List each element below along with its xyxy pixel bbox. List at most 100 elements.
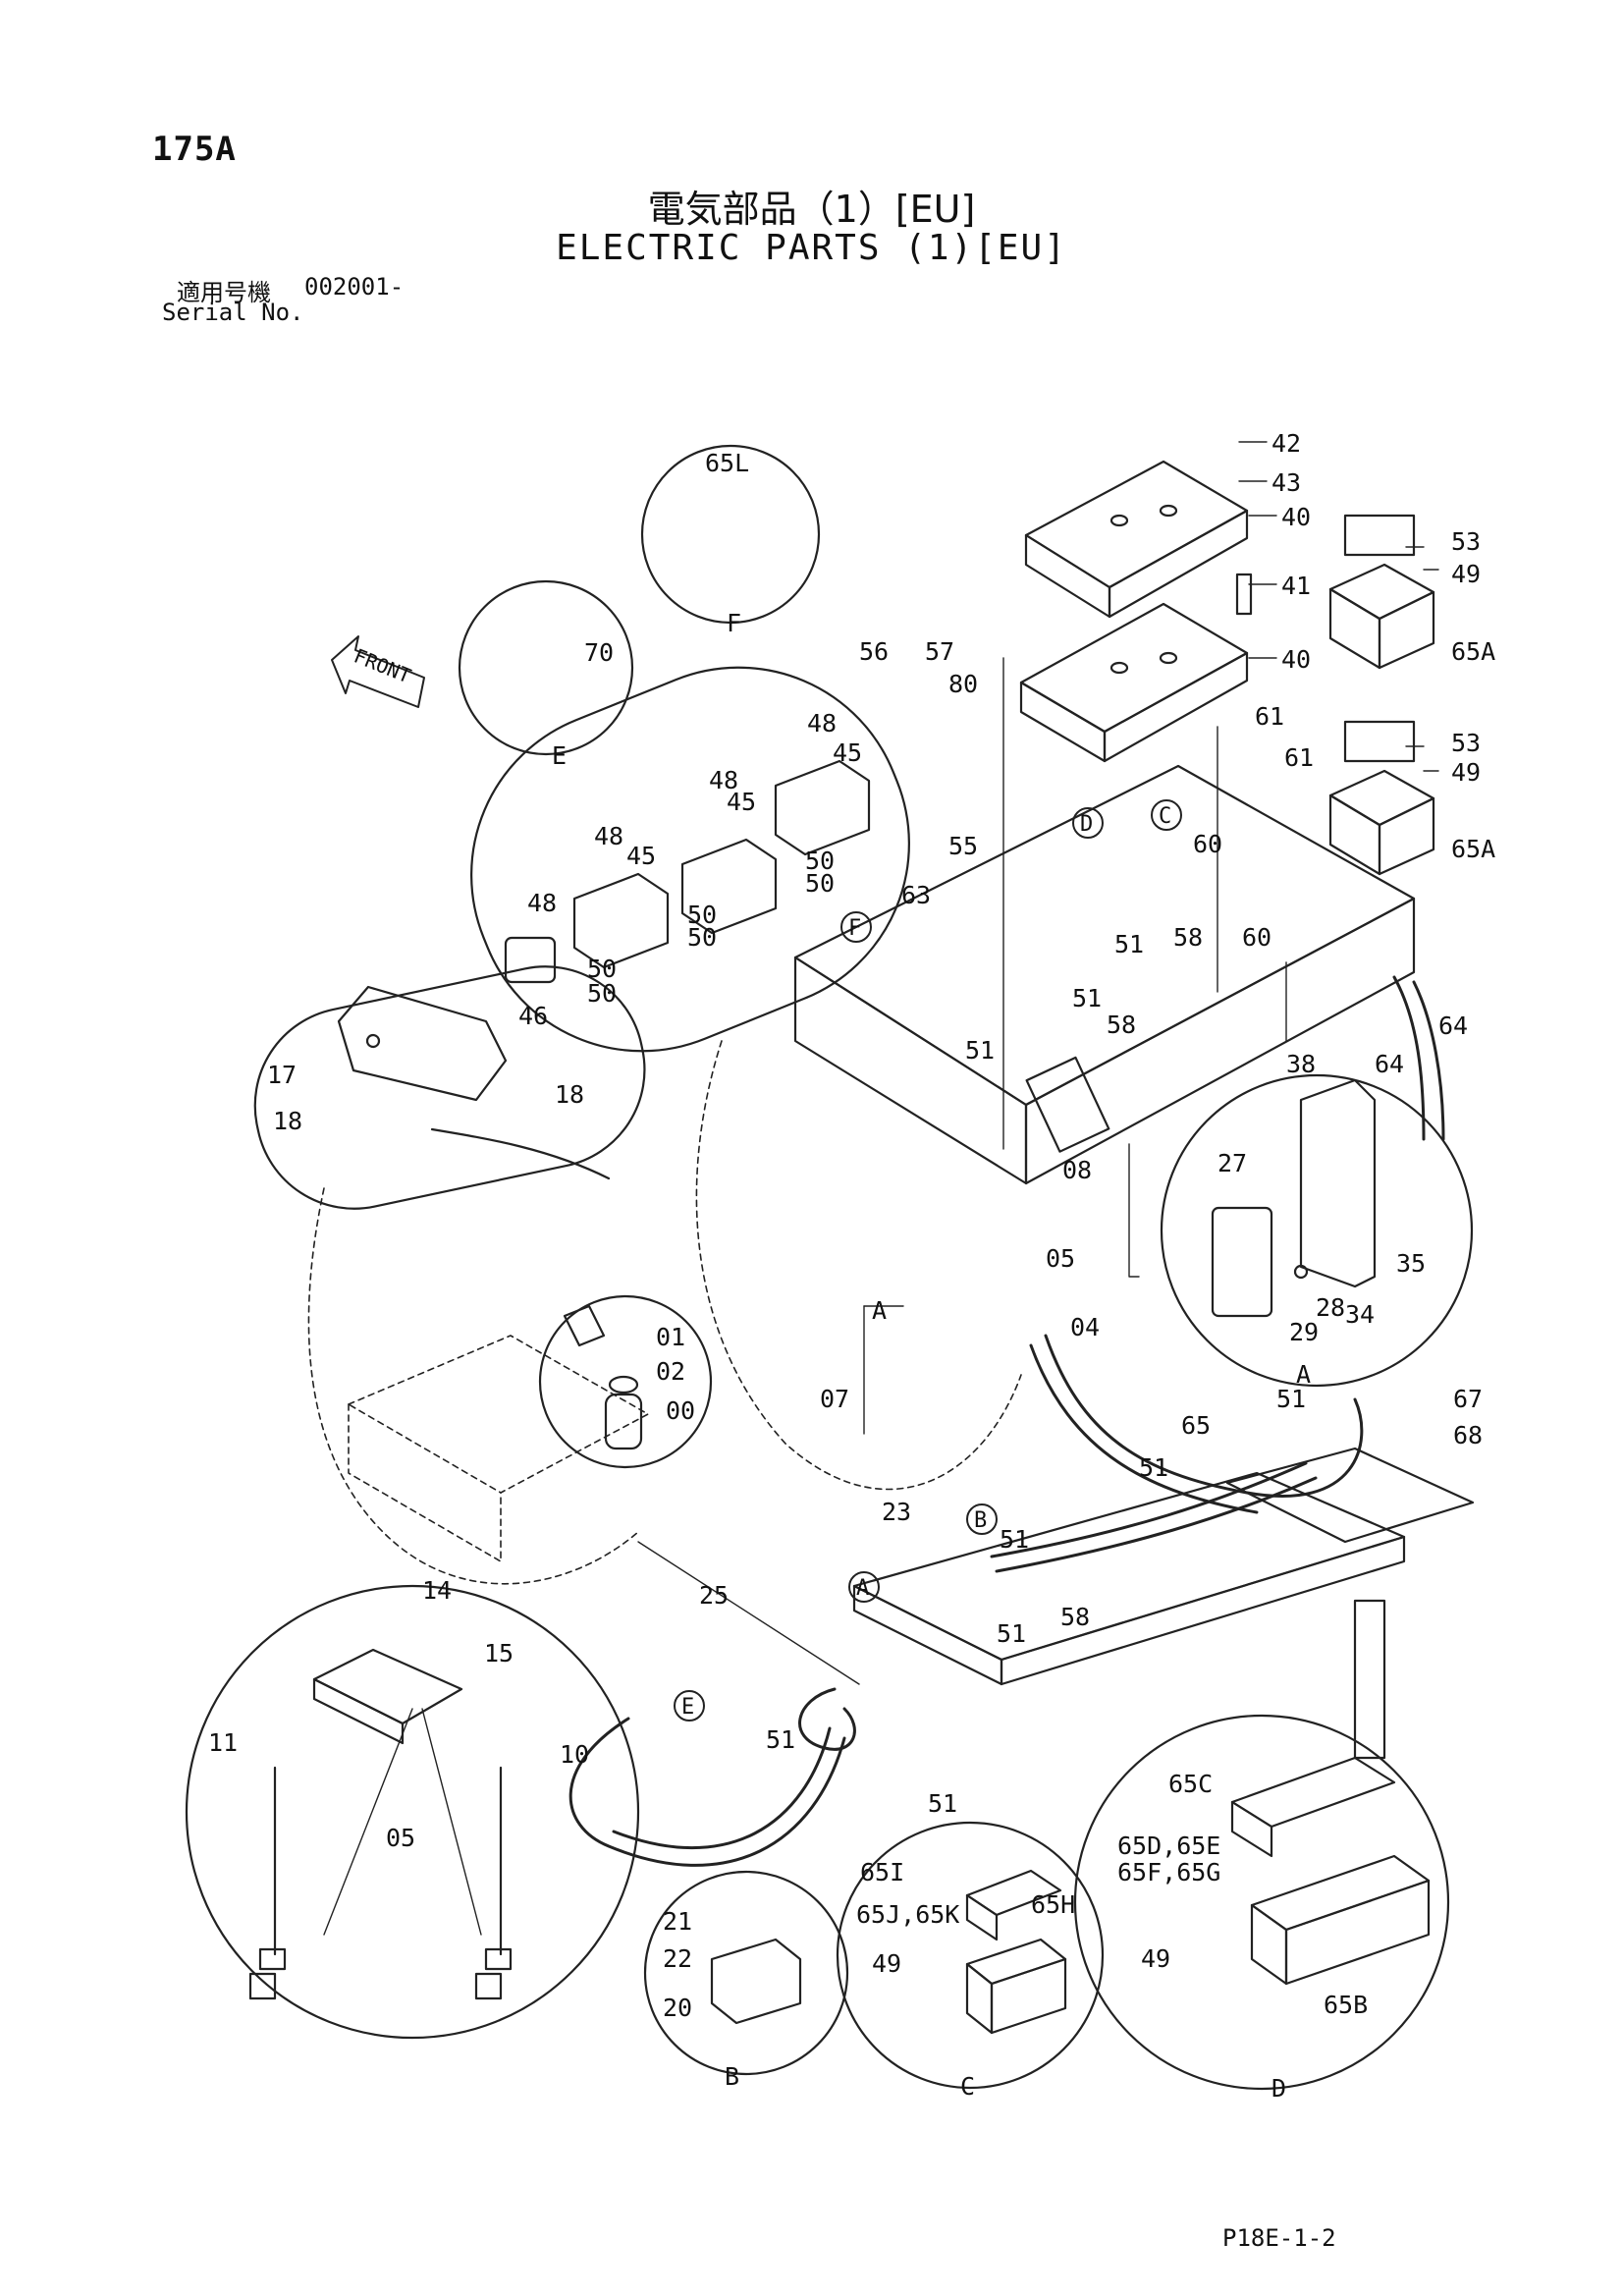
callout-51: 51: [1139, 1453, 1168, 1482]
callout-49: 49: [872, 1949, 901, 1978]
circle-markers: [674, 799, 1182, 1722]
callout-34: 34: [1345, 1300, 1375, 1329]
callout-61: 61: [1255, 702, 1284, 731]
callout-49: 49: [1451, 560, 1481, 588]
callout-46: 46: [518, 1002, 548, 1030]
callout-10: 10: [560, 1740, 589, 1769]
callout-17: 17: [267, 1061, 297, 1089]
callout-48: 48: [594, 822, 623, 850]
callout-65: 65: [1181, 1411, 1211, 1440]
callout-23: 23: [882, 1498, 911, 1526]
callout-22: 22: [663, 1944, 692, 1973]
marker-C: [1151, 799, 1182, 831]
callout-70: 70: [584, 638, 614, 667]
marker-E: [674, 1690, 705, 1722]
callout-25: 25: [699, 1581, 729, 1610]
callout-51: 51: [928, 1789, 957, 1818]
leader-lines: [323, 441, 1439, 1936]
callout-58: 58: [1173, 923, 1203, 952]
callout-51: 51: [1000, 1525, 1029, 1554]
callout-45: 45: [626, 842, 656, 870]
detail-circle-D: [1073, 1714, 1450, 2091]
detail-letters: F E A B C D: [552, 609, 1311, 2103]
callout-65I: 65I: [860, 1858, 904, 1886]
detail-circle-E: [458, 579, 634, 756]
detail-letter-D: D: [1271, 2074, 1286, 2103]
callout-29: 29: [1289, 1318, 1319, 1346]
detail-enclosure-switch-panel: [253, 965, 646, 1210]
callout-61: 61: [1284, 743, 1314, 772]
page-number: 175A: [152, 130, 237, 169]
callout-65L: 65L: [705, 449, 749, 477]
detail-circle-B: [643, 1870, 849, 2076]
callout-07: 07: [820, 1385, 849, 1413]
mounting-tray: [793, 764, 1416, 1185]
marker-D: [1072, 807, 1104, 839]
callout-58: 58: [1060, 1603, 1090, 1631]
detail-letter-C: C: [960, 2072, 975, 2101]
marker-C-label: C: [1159, 804, 1171, 829]
detail-A-parts: [1211, 1078, 1377, 1318]
callout-28: 28: [1316, 1293, 1345, 1322]
callout-05: 05: [386, 1824, 415, 1852]
callout-01: 01: [656, 1323, 685, 1351]
page-title-english: ELECTRIC PARTS (1)[EU]: [556, 228, 1067, 268]
marker-B: [966, 1503, 998, 1535]
callout-35: 35: [1396, 1249, 1426, 1278]
callout-65F-65G: 65F,65G: [1117, 1858, 1220, 1886]
callout-02: 02: [656, 1357, 685, 1386]
callout-50: 50: [805, 869, 835, 898]
controller-units: [1019, 460, 1253, 763]
callout-18: 18: [555, 1080, 584, 1109]
marker-F-label: F: [848, 916, 861, 941]
serial-number-value: 002001-: [304, 273, 405, 301]
callout-48: 48: [807, 709, 837, 738]
callout-20: 20: [663, 1994, 692, 2022]
detail-circle-A: [1160, 1073, 1474, 1388]
callout-40: 40: [1281, 503, 1311, 531]
callout-11: 11: [208, 1728, 238, 1757]
marker-A-label: A: [856, 1576, 869, 1601]
callout-65B: 65B: [1324, 1991, 1368, 2019]
marker-D-label: D: [1080, 812, 1093, 837]
page-title-japanese: 電気部品（1）[EU]: [647, 188, 976, 231]
callout-49: 49: [1141, 1944, 1170, 1973]
callout-38: 38: [1286, 1050, 1316, 1078]
pedal-switch-assembly: [248, 1648, 513, 2000]
callout-51: 51: [965, 1036, 995, 1065]
callout-60: 60: [1242, 923, 1271, 952]
callout-51: 51: [997, 1619, 1026, 1648]
callout-50: 50: [805, 847, 835, 875]
detail-circle-F: [640, 444, 821, 625]
callout-53: 53: [1451, 527, 1481, 556]
marker-E-label: E: [681, 1695, 694, 1720]
callout-48: 48: [527, 889, 557, 917]
callout-50: 50: [587, 955, 617, 983]
detail-letter-F: F: [727, 609, 741, 637]
front-arrow-icon: FRONT: [331, 635, 425, 708]
part-callouts: 42 43 40 41 40 53 49 65A 53 49 65A 61 61…: [208, 429, 1495, 2022]
callout-50: 50: [687, 901, 717, 929]
relay-units: [504, 759, 871, 984]
callout-60: 60: [1193, 830, 1222, 858]
serial-label-english: Serial No.: [162, 299, 304, 326]
callout-51: 51: [1276, 1385, 1306, 1413]
serial-label-japanese: 適用号機: [177, 279, 271, 306]
callout-64: 64: [1438, 1011, 1468, 1040]
callout-15: 15: [484, 1639, 514, 1667]
callout-05: 05: [1046, 1244, 1075, 1273]
callout-51: 51: [1072, 984, 1102, 1012]
callout-45: 45: [833, 738, 862, 767]
callout-48: 48: [709, 766, 738, 794]
callout-53: 53: [1451, 729, 1481, 757]
callout-57: 57: [925, 637, 954, 666]
callout-65A: 65A: [1451, 637, 1495, 666]
detail-circles: [185, 444, 1474, 2091]
detail-letter-A: A: [1296, 1360, 1311, 1389]
callout-58: 58: [1107, 1011, 1136, 1039]
fuse-holders: [710, 1756, 1431, 2035]
callout-56: 56: [859, 637, 889, 666]
callout-27: 27: [1217, 1149, 1247, 1177]
callout-08: 08: [1062, 1156, 1092, 1184]
